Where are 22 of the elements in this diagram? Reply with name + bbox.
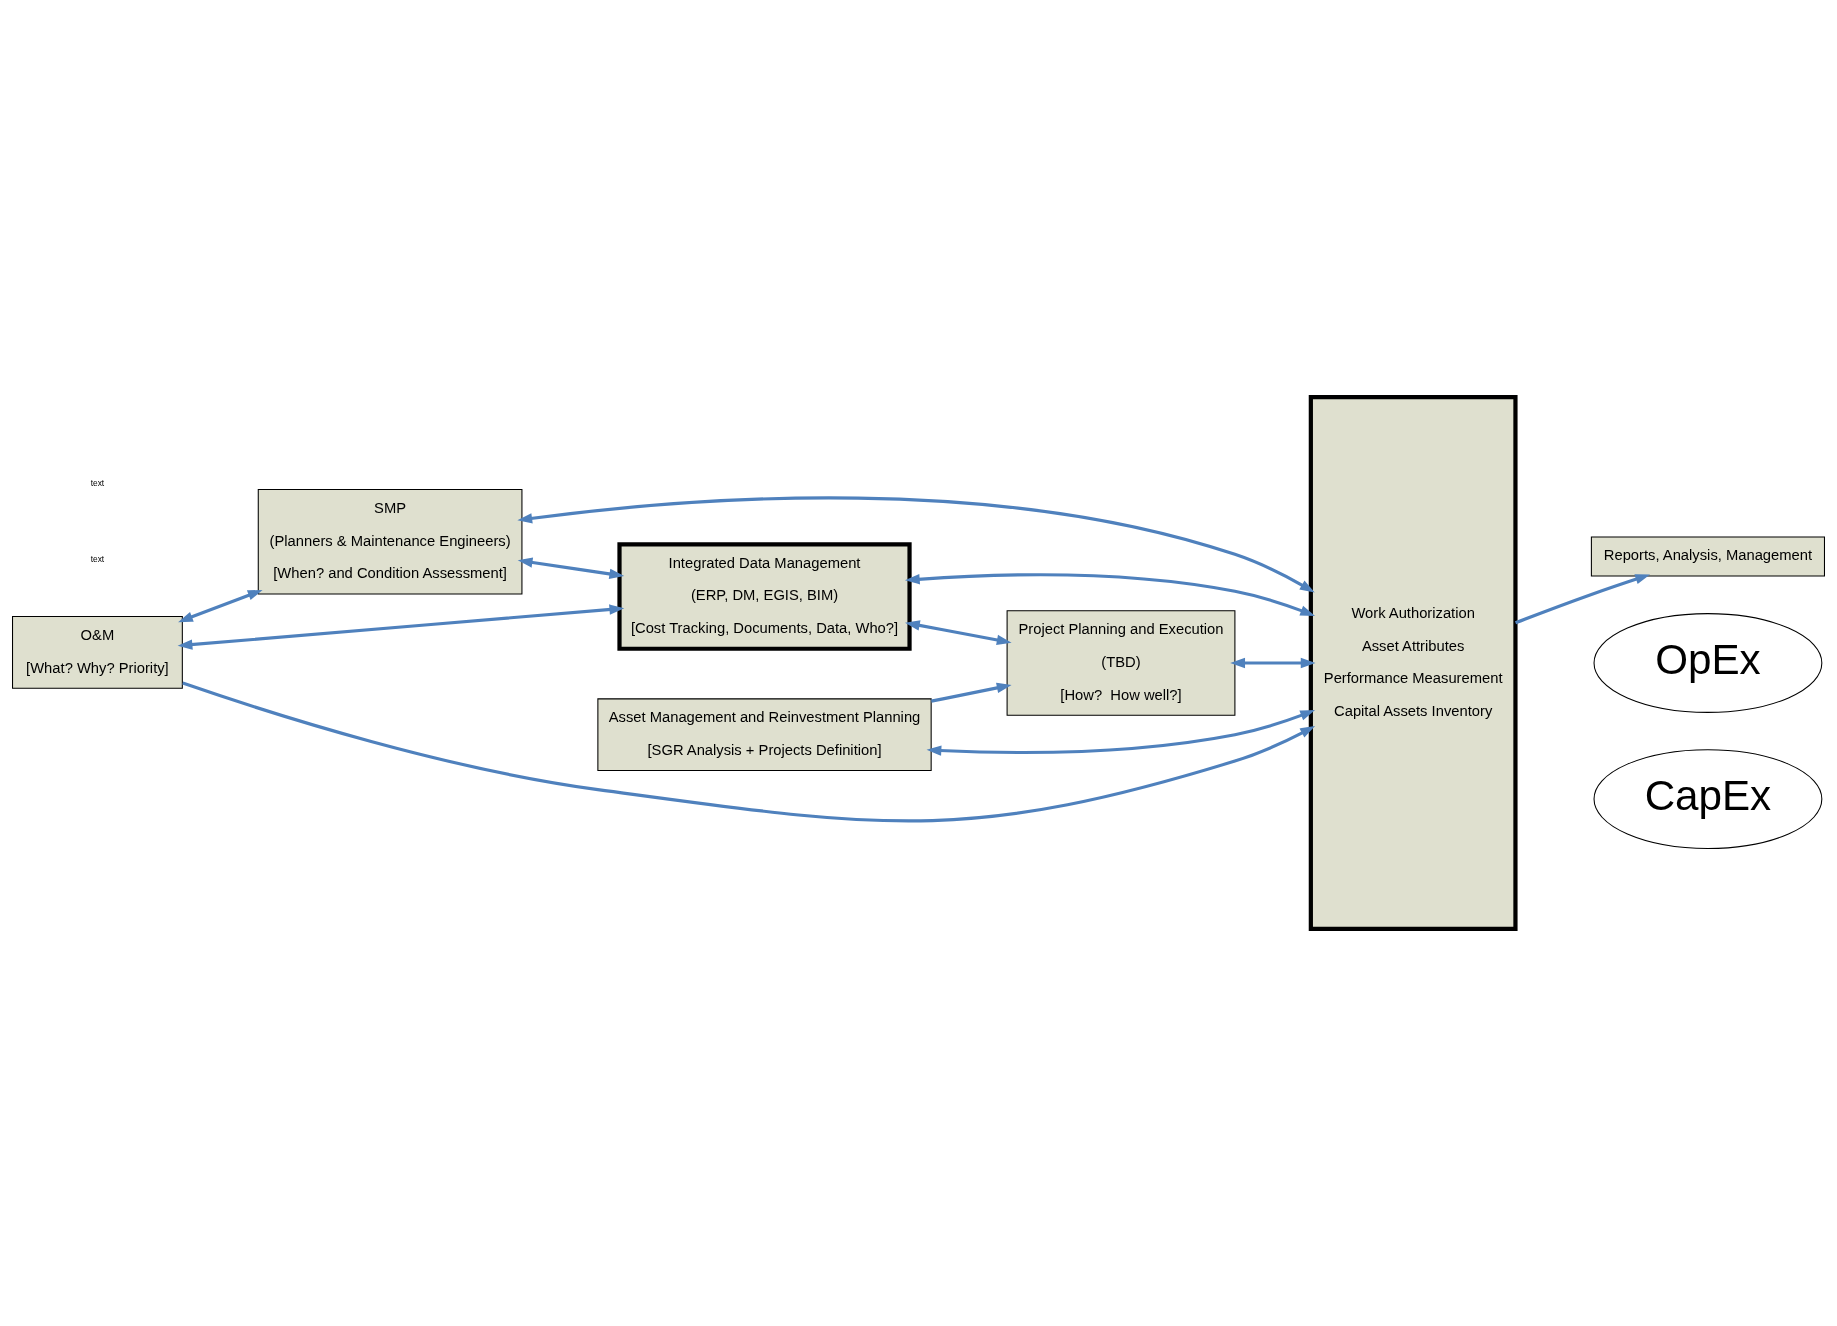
arrow (178, 589, 263, 623)
node-box: Asset Management and Reinvestment Planning [SGR Analysis + Projects Definition] (597, 698, 932, 772)
arrow (1514, 574, 1651, 625)
label: text (90, 477, 105, 488)
node-ellipse: CapEx (1593, 749, 1823, 849)
label: text (90, 553, 105, 564)
arrow (517, 557, 625, 579)
arrow (177, 604, 625, 650)
arrow (182, 681, 1316, 823)
node-box: O&M [What? Why? Priority] (12, 616, 183, 689)
arrow (517, 496, 1315, 593)
arrow (926, 710, 1316, 756)
node-box: Project Planning and Execution (TBD) [How? How well?] (1006, 610, 1236, 716)
node-box: Reports, Analysis, Management (1590, 536, 1825, 577)
node-ellipse: OpEx (1593, 613, 1823, 713)
node-box: SMP (Planners & Maintenance Engineers) [When? and Condition Assessment] (257, 488, 523, 595)
node-box: Work Authorization Asset Attributes Performance Measurement Capital Assets Inventory (1308, 395, 1518, 931)
arrow (904, 573, 1316, 616)
arrow (905, 620, 1012, 646)
node-box: Integrated Data Management (ERP, DM, EGIS, BIM) [Cost Tracking, Documents, Data, Who?] (617, 542, 912, 651)
arrow (1230, 657, 1316, 669)
arrow (931, 682, 1012, 703)
